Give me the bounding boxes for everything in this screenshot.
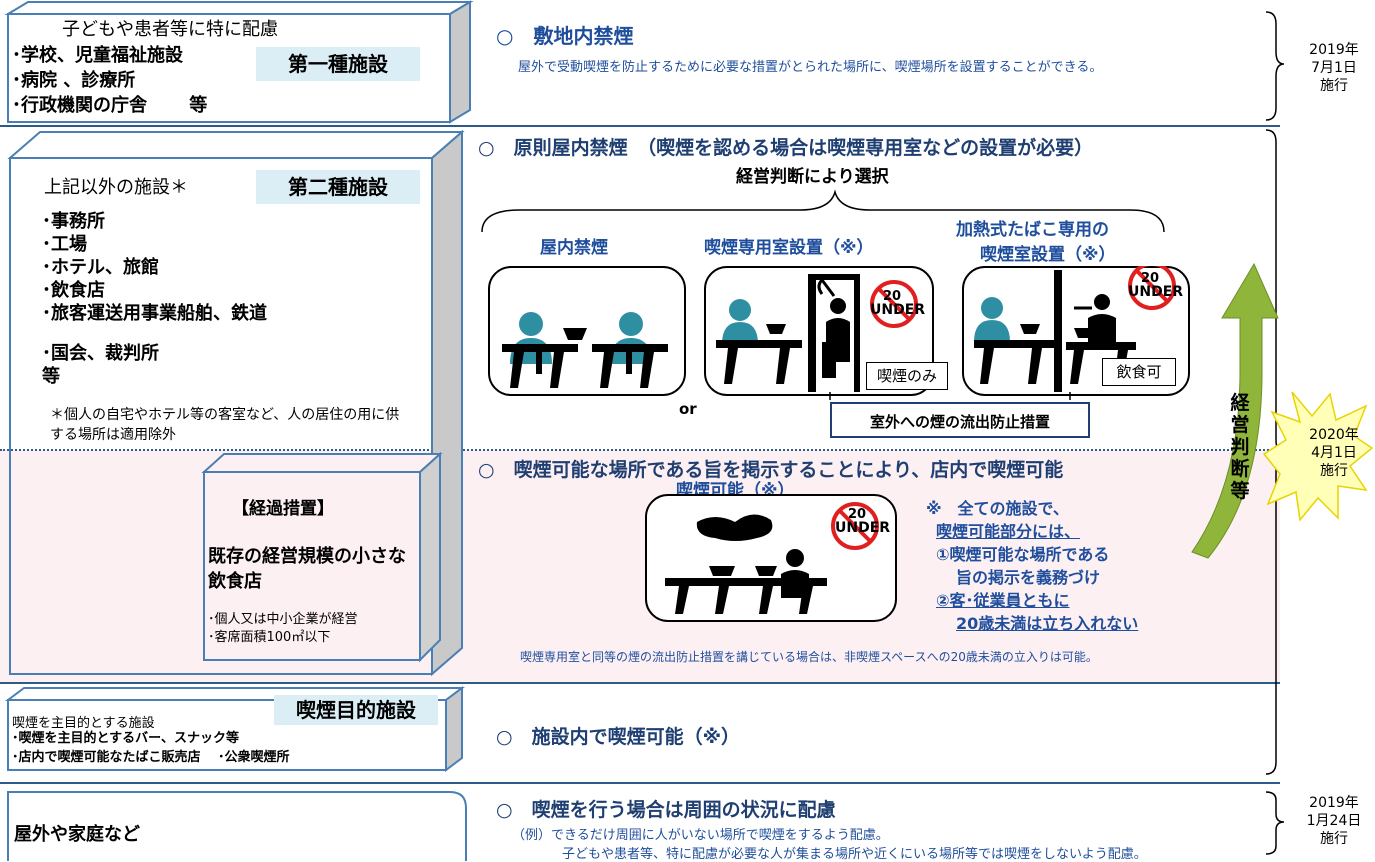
section1-item: ･病院 、診療所 (12, 70, 136, 91)
section3-item: ･店内で喫煙可能なたばこ販売店 ･公衆喫煙所 (12, 750, 290, 765)
section3-items: ･喫煙を主目的とするバー、スナック等 ･店内で喫煙可能なたばこ販売店 ･公衆喫煙… (12, 729, 290, 767)
option-indoor-ban: 屋内禁煙 (540, 238, 608, 258)
label-eating-ok: 飲食可 (1102, 358, 1176, 386)
section3-rule-title: ○ 施設内で喫煙可能（※） (496, 726, 741, 748)
note-line: ②客･従業員ともに (936, 591, 1070, 610)
option-heated-tobacco-1: 加熱式たばこ専用の (956, 220, 1109, 240)
choice-label: 経営判断により選択 (736, 167, 889, 187)
section2-item: ･事務所 (42, 211, 105, 232)
under-text-1: UNDER (870, 302, 926, 318)
section2-note: ＊個人の自宅やホテル等の客室など、人の居住の用に供する場所は適用除外 (50, 407, 400, 443)
indoor-ban-illustration (488, 266, 686, 396)
section4-box (7, 791, 467, 861)
transition-header: 【経過措置】 (232, 499, 334, 519)
under-number-2: 20 (1141, 271, 1160, 286)
under-number-1: 20 (883, 289, 902, 304)
section1-item: ･学校、児童福祉施設 (12, 45, 183, 66)
note-line: 喫煙可能部分には、 (936, 522, 1081, 541)
under-text-2: UNDER (1128, 284, 1184, 300)
prevention-box (830, 402, 1090, 438)
section2-item: ･ホテル、旅館 (42, 257, 159, 278)
section1-rule-title: ○ 敷地内禁煙 (496, 24, 634, 48)
section2-name: 第二種施設 (256, 170, 420, 204)
or-label: or (679, 400, 697, 418)
section4-name: 屋外や家庭など (14, 824, 140, 845)
option-heated-tobacco-2: 喫煙室設置（※） (980, 245, 1116, 265)
section2-item: ･飲食店 (42, 280, 105, 301)
transition-box-3d (201, 451, 443, 663)
section2-rule-title: ○ 原則屋内禁煙 （喫煙を認める場合は喫煙専用室などの設置が必要） (478, 137, 1094, 159)
section1-items: ･学校、児童福祉施設 ･病院 、診療所 ･行政機関の庁舎 等 (12, 43, 207, 118)
section2-date: 2020年 4月1日 施行 (1294, 426, 1374, 480)
note-line: 旨の掲示を義務づけ (956, 568, 1101, 587)
divider-3 (0, 782, 1280, 784)
transition-rule-title: ○ 喫煙可能な場所である旨を掲示することにより、店内で喫煙可能 (478, 459, 1064, 481)
date-day: 4月1日 (1311, 445, 1357, 461)
divider-2 (0, 682, 1280, 684)
section2-item: ･旅客運送用事業船舶、鉄道 (42, 303, 267, 324)
smoking-allowed-illustration (645, 494, 897, 622)
note-line: ※ 全ての施設で、 (926, 499, 1069, 518)
transition-title: 既存の経営規模の小さな飲食店 (208, 546, 406, 592)
up-arrow (1191, 262, 1279, 559)
prevention-bracket (829, 392, 1071, 400)
section4-line2: 子どもや患者等、特に配慮が必要な人が集まる場所や近くにいる場所等では喫煙をしない… (562, 847, 1147, 862)
date-enforce: 施行 (1320, 463, 1348, 479)
section1-item: ･行政機関の庁舎 等 (12, 95, 208, 116)
section2-item: ･工場 (42, 234, 87, 255)
note-line: ①喫煙可能な場所である (936, 545, 1110, 564)
section3-name: 喫煙目的施設 (274, 695, 438, 725)
transition-bottom-note: 喫煙専用室と同等の煙の流出防止措置を講じている場合は、非喫煙スペースへの20歳未… (520, 650, 1098, 664)
date-enforce: 施行 (1320, 831, 1348, 847)
option-smoking-room: 喫煙専用室設置（※） (704, 238, 874, 258)
label-smoking-only: 喫煙のみ (866, 362, 948, 390)
section4-rule-title: ○ 喫煙を行う場合は周囲の状況に配慮 (496, 799, 836, 821)
section2-item: ･国会、裁判所 (42, 343, 159, 364)
starburst (1262, 391, 1374, 522)
section2-item: 等 (42, 366, 60, 387)
date-year: 2020年 (1309, 427, 1359, 443)
date-year: 2019年 (1309, 42, 1359, 58)
under-text-3: UNDER (835, 520, 891, 536)
transition-cond: ･客席面積100㎡以下 (208, 630, 331, 645)
section3-intro: 喫煙を主目的とする施設 (12, 716, 155, 731)
note-line: 20歳未満は立ち入れない (956, 614, 1139, 633)
section1-date: 2019年 7月1日 施行 (1294, 41, 1374, 95)
under-number-3: 20 (848, 507, 867, 522)
transition-cond: ･個人又は中小企業が経営 (208, 612, 358, 627)
section1-rule-desc: 屋外で受動喫煙を防止するために必要な措置がとられた場所に、喫煙場所を設置すること… (518, 60, 1103, 75)
section1-header: 子どもや患者等に特に配慮 (62, 19, 278, 40)
divider-1 (0, 125, 1280, 127)
section3-item: ･喫煙を主目的とするバー、スナック等 (12, 731, 239, 746)
transition-note: ※ 全ての施設で、 喫煙可能部分には、 ①喫煙可能な場所である 旨の掲示を義務づ… (926, 497, 1138, 635)
date-year: 2019年 (1309, 795, 1359, 811)
date-enforce: 施行 (1320, 78, 1348, 94)
date-day: 1月24日 (1306, 813, 1362, 829)
choice-brace (481, 189, 1165, 233)
section2-items: ･事務所 ･工場 ･ホテル、旅館 ･飲食店 ･旅客運送用事業船舶、鉄道 (42, 210, 267, 325)
prevention-label: 室外への煙の流出防止措置 (869, 413, 1050, 431)
section1-name: 第一種施設 (256, 47, 420, 81)
section2-items2: ･国会、裁判所 等 (42, 342, 159, 388)
date-day: 7月1日 (1311, 60, 1357, 76)
transition-conds: ･個人又は中小企業が経営 ･客席面積100㎡以下 (208, 611, 358, 647)
management-decision-label: 経営判断等 (1230, 392, 1250, 502)
divider-dotted (0, 449, 1280, 451)
section2-intro: 上記以外の施設＊ (44, 177, 188, 198)
section4-date: 2019年 1月24日 施行 (1294, 794, 1374, 848)
section4-line1: （例）できるだけ周囲に人がいない場所で喫煙をするよう配慮。 (512, 828, 889, 843)
